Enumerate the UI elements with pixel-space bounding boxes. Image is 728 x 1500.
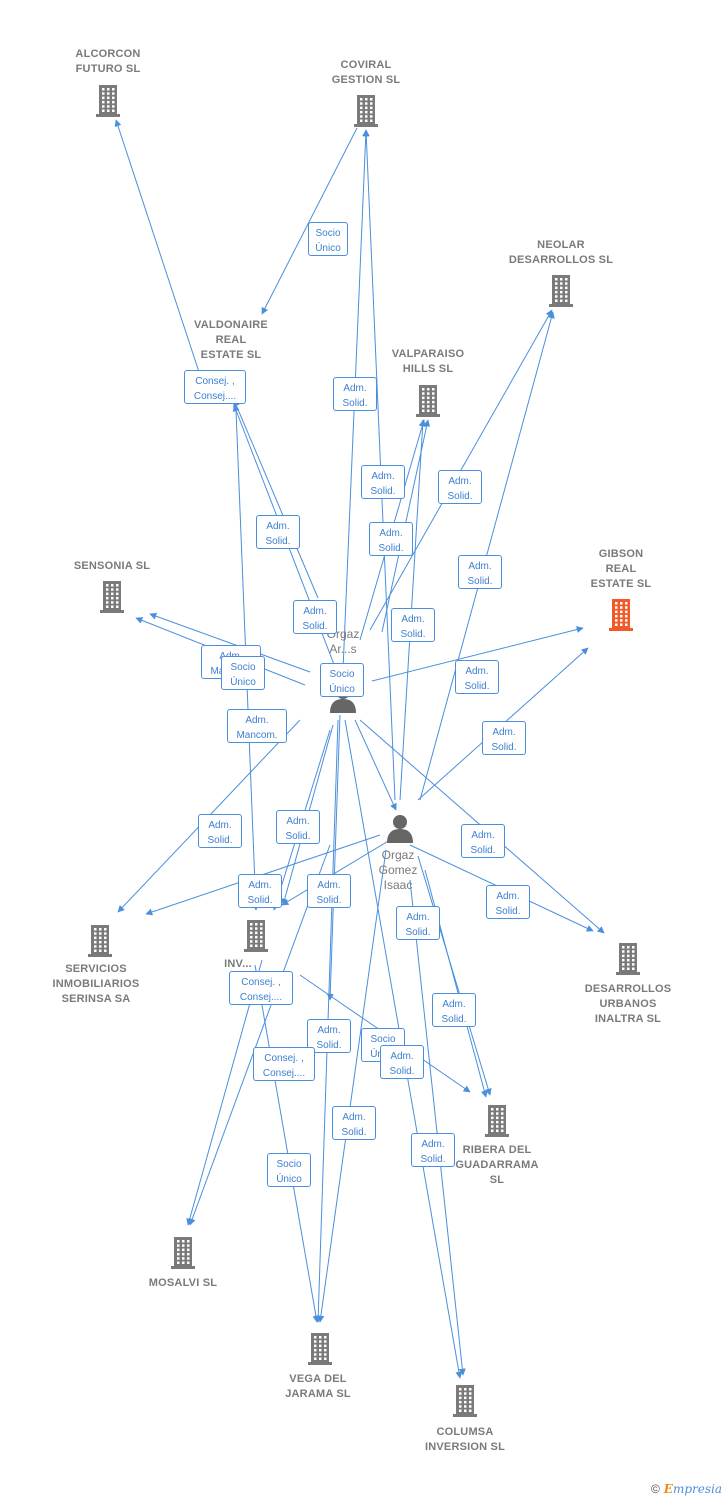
building-icon[interactable] <box>170 1235 196 1274</box>
company-label-gibson[interactable]: GIBSON REAL ESTATE SL <box>590 548 652 590</box>
company-label-alcorcon[interactable]: ALCORCON FUTURO SL <box>75 48 141 75</box>
relationship-label[interactable]: Adm. Solid. <box>198 814 242 848</box>
building-icon[interactable] <box>307 1331 333 1370</box>
person-label-p2[interactable]: Orgaz Gomez Isaac <box>378 848 418 892</box>
relationship-label[interactable]: Adm. Solid. <box>307 874 351 908</box>
relationship-label[interactable]: Socio Único <box>221 656 265 690</box>
company-label-sensonia[interactable]: SENSONIA SL <box>73 560 151 572</box>
relationship-label[interactable]: Consej. , Consej.... <box>253 1047 315 1081</box>
footer: ©Empresia <box>651 1482 722 1496</box>
copyright-symbol: © <box>650 1482 660 1496</box>
relationship-label[interactable]: Adm. Solid. <box>380 1045 424 1079</box>
empresia-logo[interactable]: Empresia <box>663 1482 722 1496</box>
company-label-vega[interactable]: VEGA DEL JARAMA SL <box>285 1373 351 1400</box>
building-icon[interactable] <box>484 1103 510 1142</box>
relationship-label[interactable]: Adm. Solid. <box>391 608 435 642</box>
building-icon[interactable] <box>95 83 121 122</box>
relationship-label[interactable]: Adm. Solid. <box>411 1133 455 1167</box>
edge-line <box>254 964 320 1323</box>
relationship-label[interactable]: Adm. Solid. <box>293 600 337 634</box>
building-icon[interactable] <box>452 1383 478 1422</box>
relationship-label[interactable]: Adm. Solid. <box>332 1106 376 1140</box>
relationship-label[interactable]: Socio Único <box>320 663 364 697</box>
edges-layer <box>114 119 605 1379</box>
relationship-label[interactable]: Adm. Solid. <box>396 906 440 940</box>
company-label-ribera[interactable]: RIBERA DEL GUADARRAMA SL <box>455 1144 539 1186</box>
edge-line <box>371 626 584 682</box>
company-label-mosalvi[interactable]: MOSALVI SL <box>148 1277 218 1289</box>
edge-line <box>417 855 492 1096</box>
company-label-neolar[interactable]: NEOLAR DESARROLLOS SL <box>508 239 614 266</box>
building-icon[interactable] <box>608 597 634 636</box>
building-icon[interactable] <box>615 941 641 980</box>
relationship-label[interactable]: Adm. Solid. <box>455 660 499 694</box>
relationship-label[interactable]: Adm. Solid. <box>333 377 377 411</box>
building-icon[interactable] <box>415 383 441 422</box>
building-icon[interactable] <box>87 923 113 962</box>
edge-line <box>233 399 319 599</box>
relationship-label[interactable]: Adm. Solid. <box>438 470 482 504</box>
relationship-label[interactable]: Consej. , Consej.... <box>229 971 293 1005</box>
person-icon[interactable] <box>385 813 415 848</box>
building-icon[interactable] <box>243 918 269 957</box>
edge-line <box>317 849 387 1323</box>
relationship-label[interactable]: Adm. Solid. <box>432 993 476 1027</box>
relationship-label[interactable]: Adm. Solid. <box>238 874 282 908</box>
relationship-label[interactable]: Adm. Solid. <box>361 465 405 499</box>
building-icon[interactable] <box>99 579 125 618</box>
company-label-valdonaire[interactable]: VALDONAIRE REAL ESTATE SL <box>194 319 268 361</box>
relationship-label[interactable]: Consej. , Consej.... <box>184 370 246 404</box>
company-label-servicios[interactable]: SERVICIOS INMOBILIARIOS SERINSA SA <box>52 963 140 1005</box>
edge-line <box>188 844 331 1226</box>
building-icon[interactable] <box>548 273 574 312</box>
edge-line <box>114 119 201 376</box>
relationship-label[interactable]: Adm. Solid. <box>276 810 320 844</box>
relationship-label[interactable]: Socio Único <box>308 222 348 256</box>
edge-line <box>281 839 391 906</box>
edge-line <box>149 612 311 673</box>
relationship-label[interactable]: Adm. Solid. <box>256 515 300 549</box>
company-label-valparaiso[interactable]: VALPARAISO HILLS SL <box>391 348 465 375</box>
relationship-label[interactable]: Adm. Solid. <box>369 522 413 556</box>
edge-line <box>424 869 488 1098</box>
relationship-label[interactable]: Adm. Solid. <box>482 721 526 755</box>
building-icon[interactable] <box>353 93 379 132</box>
company-label-columsa[interactable]: COLUMSA INVERSION SL <box>424 1426 506 1453</box>
company-label-coviral[interactable]: COVIRAL GESTION SL <box>331 59 401 86</box>
relationship-label[interactable]: Adm. Solid. <box>486 885 530 919</box>
company-label-desarrollos[interactable]: DESARROLLOS URBANOS INALTRA SL <box>584 983 672 1025</box>
edge-line <box>409 879 466 1376</box>
relationship-label[interactable]: Adm. Solid. <box>461 824 505 858</box>
edge-line <box>261 127 358 315</box>
relationship-label[interactable]: Socio Único <box>267 1153 311 1187</box>
edge-line <box>326 714 341 1001</box>
edge-line <box>354 719 397 811</box>
relationship-label[interactable]: Adm. Mancom. <box>227 709 287 743</box>
relationship-label[interactable]: Adm. Solid. <box>458 555 502 589</box>
